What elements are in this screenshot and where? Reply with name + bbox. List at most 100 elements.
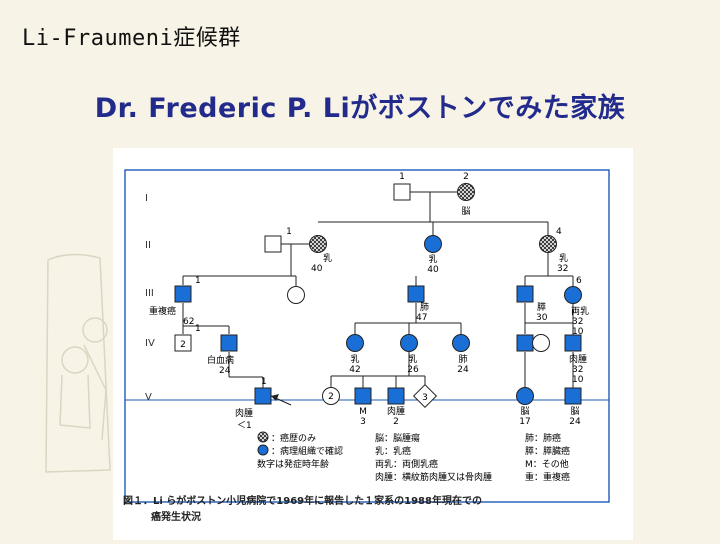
onset-age: 32 [572, 365, 583, 375]
pedigree-female-history [309, 235, 327, 253]
diagnosis-label: 白血病 [207, 354, 234, 366]
diagnosis-label: 乳 [408, 353, 417, 365]
diagnosis-label: 脳 [461, 205, 470, 217]
onset-age: 10 [572, 327, 584, 337]
person-number: 1 [286, 227, 292, 237]
abbr-breast: 乳：乳癌 [375, 445, 411, 457]
generation-label: II [145, 240, 151, 251]
abbr-multiple: 重：重複癌 [525, 471, 570, 483]
onset-age: 26 [407, 365, 419, 375]
diagnosis-label: 乳 [323, 252, 332, 264]
abbr-brain: 脳：脳腫瘍 [375, 432, 420, 444]
abbr-pancreas: 膵：膵臓癌 [525, 445, 570, 457]
pedigree-unknown-sex [412, 383, 438, 409]
slide-title: Li-Fraumeni症候群 [22, 26, 241, 51]
pedigree-female-affected [564, 286, 582, 304]
onset-age: 24 [219, 366, 231, 376]
pedigree-male-affected [407, 285, 425, 303]
person-number: 1 [261, 377, 267, 387]
pedigree-female [322, 387, 340, 405]
diagnosis-label: 乳 [559, 252, 568, 264]
pedigree-male [174, 334, 192, 352]
onset-age: 40 [427, 265, 439, 275]
generation-label: III [145, 288, 154, 299]
person-number: 2 [463, 172, 469, 182]
diagnosis-label: 脳 [570, 405, 579, 417]
proband-arrowhead [271, 394, 279, 401]
onset-age: ＜1 [237, 421, 252, 431]
figure-caption: 図１．Li らがボストン小児病院で1969年に報告した１家系の1988年現在での [123, 494, 482, 507]
diagnosis-label: 乳 [350, 353, 359, 365]
pedigree-female [532, 334, 550, 352]
abbr-lung: 肺：肺癌 [525, 432, 561, 444]
children-illustration [45, 253, 111, 473]
onset-age: 32 [557, 264, 568, 274]
pedigree-female-affected [516, 387, 534, 405]
legend-confirmed-symbol [257, 444, 269, 456]
legend-history-symbol [257, 431, 269, 443]
diagnosis-label: 肉腫 [387, 405, 405, 417]
onset-age: 17 [519, 417, 530, 427]
pedigree-male-affected [387, 387, 405, 405]
pedigree-female-history [457, 183, 475, 201]
pedigree-figure: I II III IV V [113, 148, 633, 540]
pedigree-male-affected [564, 387, 582, 405]
diagnosis-label: 肺 [420, 302, 429, 313]
sibling-count: 3 [422, 393, 428, 403]
diagnosis-label: 肉腫 [235, 407, 253, 419]
pedigree-male-affected [220, 334, 238, 352]
generation-label: V [145, 392, 152, 403]
pedigree-male-affected [516, 334, 534, 352]
onset-age: 24 [569, 417, 581, 427]
pedigree-male [264, 235, 282, 253]
diagnosis-label: 肺 [458, 354, 467, 365]
diagnosis-label: 膵 [537, 302, 546, 313]
figure-caption: 癌発生状況 [151, 510, 201, 523]
pedigree-male-affected [174, 285, 192, 303]
onset-age: 10 [572, 375, 584, 385]
onset-age: 24 [457, 365, 469, 375]
pedigree-female-history [539, 235, 557, 253]
onset-age: 32 [572, 317, 583, 327]
onset-age: 62 [183, 317, 194, 327]
legend-history-text: ：癌歴のみ [271, 432, 316, 444]
pedigree-male-affected [354, 387, 372, 405]
onset-age: 47 [416, 313, 427, 323]
pedigree-female-affected [400, 334, 418, 352]
pedigree-female-affected [424, 235, 442, 253]
person-number: 6 [576, 276, 582, 286]
onset-age: 2 [393, 417, 399, 427]
diagnosis-label: 乳 [428, 253, 437, 265]
legend-note: 数字は発症時年齢 [257, 458, 329, 470]
diagnosis-label: 重複癌 [149, 305, 176, 317]
person-number: 1 [195, 276, 201, 286]
pedigree-male-affected [564, 334, 582, 352]
diagnosis-label: M [359, 407, 367, 417]
pedigree-chart: I II III IV V [123, 169, 610, 523]
onset-age: 3 [360, 417, 366, 427]
pedigree-female [287, 286, 305, 304]
person-number: 1 [399, 172, 405, 182]
onset-age: 30 [536, 313, 548, 323]
generation-label: IV [145, 338, 155, 349]
pedigree-female-affected [346, 334, 364, 352]
onset-age: 42 [349, 365, 360, 375]
sibling-count: 2 [328, 392, 334, 402]
person-number: 4 [556, 227, 562, 237]
pedigree-male-affected [254, 387, 272, 405]
onset-age: 40 [311, 264, 323, 274]
sibling-count: 2 [180, 340, 186, 350]
diagnosis-label: 脳 [520, 405, 529, 417]
slide-heading: Dr. Frederic P. Liがボストンでみた家族 [94, 93, 626, 124]
generation-label: I [145, 193, 148, 204]
pedigree-male-affected [516, 285, 534, 303]
diagnosis-label: 肉腫 [569, 353, 587, 365]
figure-frame [124, 169, 610, 503]
legend-confirmed-text: ：病理組織で確認 [271, 445, 343, 457]
pedigree-male [393, 183, 411, 201]
abbr-sarcoma: 肉腫：横紋筋肉腫又は骨肉腫 [375, 471, 492, 483]
pedigree-lines [182, 191, 574, 388]
person-number: 1 [195, 324, 201, 334]
abbr-other: M：その他 [525, 458, 569, 470]
diagnosis-label: 両乳 [571, 305, 589, 317]
